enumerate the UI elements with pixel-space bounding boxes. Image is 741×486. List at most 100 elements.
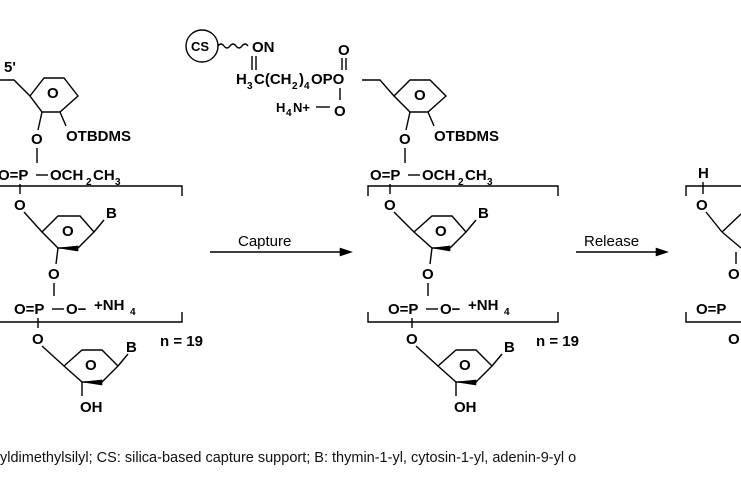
release-arrowhead	[655, 247, 669, 257]
right-repeat-bracket-top	[685, 185, 741, 196]
linker-top-oxygen: O	[338, 42, 350, 59]
ammonium-n-plus: N+	[293, 100, 310, 115]
mid-repeat-bracket-bottom	[367, 312, 559, 323]
figure-caption: yldimethylsilyl; CS: silica-based captur…	[0, 450, 577, 466]
mid-ch3-sub-3: 3	[487, 177, 493, 188]
right-phosphate-p: O=P	[696, 301, 726, 318]
right-o-to-ch2	[705, 211, 723, 233]
left-hydroxyl-label: OH	[80, 399, 103, 416]
mid-ethyl-phosphate-p: O=P	[370, 167, 400, 184]
mid-ch3-label: CH	[465, 167, 487, 184]
right-repeat-bracket-bottom	[685, 312, 741, 323]
mid-nh-sub-4: 4	[504, 307, 510, 318]
linker-to-sugar-bond	[362, 79, 395, 97]
mid-ring-3-oxygen: O	[459, 357, 471, 374]
linker-h: H	[236, 71, 247, 88]
right-bridge-o: O	[696, 197, 708, 214]
left-nh-sub-4: 4	[130, 307, 136, 318]
mid-tbdms-label: OTBDMS	[434, 128, 499, 145]
left-bridge-o-3: O	[48, 266, 60, 283]
left-bridge-o-2: O	[14, 197, 26, 214]
mid-ring1-tbdms-bond	[427, 111, 435, 127]
capture-support: CS ON H 3 C(CH 2 ) 4 OPO O H 4 N+ O	[185, 29, 395, 120]
right-bridge-o-3: O	[728, 331, 740, 348]
left-ring3-base-bond	[117, 353, 129, 367]
mid-ammonium-phosphate-p: O=P	[388, 301, 418, 318]
left-ring-3-oxygen: O	[85, 357, 97, 374]
right-molecule: H O O O=P O	[685, 165, 741, 348]
mid-bridge-o-2: O	[384, 197, 396, 214]
capture-arrowhead	[339, 247, 353, 257]
release-label: Release	[584, 233, 639, 250]
mid-o2-to-ch2	[393, 211, 415, 233]
left-och-sub-2: 2	[86, 177, 92, 188]
left-o4-to-ch2	[41, 345, 65, 367]
five-prime-label: 5'	[4, 59, 16, 76]
left-5prime-bond	[0, 79, 31, 97]
mid-ring3-wedge	[455, 379, 477, 386]
mid-bridge-o-4: O	[406, 331, 418, 348]
ammonium-h-sub-4: 4	[286, 108, 292, 119]
linker-ester: OPO	[311, 71, 345, 88]
middle-molecule: O OTBDMS O O=P OCH 2 CH 3 O O B O O=P O−…	[367, 79, 579, 416]
left-ring-1-oxygen: O	[47, 85, 59, 102]
mid-o4-to-ch2	[415, 345, 439, 367]
left-repeat-bracket-top	[0, 185, 183, 196]
mid-ring2-wedge	[431, 245, 451, 252]
left-ring2-down	[55, 247, 59, 265]
left-nh-label: +NH	[94, 297, 124, 314]
mid-ring3-base-bond	[491, 353, 503, 367]
left-ammonium-phosphate-p: O=P	[14, 301, 44, 318]
capture-label: Capture	[238, 233, 291, 250]
left-bridge-o-1: O	[31, 131, 43, 148]
left-base-label-1: B	[106, 205, 117, 222]
mid-ring2-base-bond	[465, 219, 477, 233]
mid-ring1-down	[405, 111, 411, 131]
right-sugar-ring-partial	[721, 213, 741, 249]
left-ring1-tbdms-bond	[59, 111, 67, 127]
left-ring2-wedge	[57, 245, 79, 252]
left-ethyl-phosphate-p: O=P	[0, 167, 28, 184]
mid-o-minus-label: O−	[440, 301, 461, 318]
mid-ring-1-oxygen: O	[414, 87, 426, 104]
linker-h-sub-3: 3	[247, 81, 253, 92]
left-repeat-bracket-bottom	[0, 312, 183, 323]
cs-wavy-bond	[217, 43, 249, 49]
release-arrow: Release	[576, 233, 669, 257]
left-n-repeat-label: n = 19	[160, 333, 203, 350]
left-ring2-base-bond	[93, 219, 105, 233]
mid-och-sub-2: 2	[458, 177, 464, 188]
linker-c-chain: C(CH	[254, 71, 292, 88]
mid-repeat-bracket-top	[367, 185, 559, 196]
linker-chain-close: )	[299, 71, 304, 88]
left-tbdms-label: OTBDMS	[66, 128, 131, 145]
mid-hydroxyl-label: OH	[454, 399, 477, 416]
left-ring3-wedge	[81, 379, 103, 386]
left-o-minus-label: O−	[66, 301, 87, 318]
mid-bridge-o-3: O	[422, 266, 434, 283]
linker-chain-sub-4: 4	[304, 81, 310, 92]
left-molecule: 5' O OTBDMS O O=P OCH 2 CH 3 O O B O O=P…	[0, 59, 203, 416]
left-ch3-label: CH	[93, 167, 115, 184]
left-o2-to-ch2	[23, 211, 43, 233]
mid-n-repeat-label: n = 19	[536, 333, 579, 350]
left-ring1-down	[37, 111, 43, 131]
oligonucleotide-capture-release-scheme: 5' O OTBDMS O O=P OCH 2 CH 3 O O B O O=P…	[0, 29, 741, 416]
left-och-label: OCH	[50, 167, 83, 184]
oxide-label: O	[334, 103, 346, 120]
mid-nh-label: +NH	[468, 297, 498, 314]
left-ch3-sub-3: 3	[115, 177, 121, 188]
capture-arrow: Capture	[210, 233, 353, 257]
right-bridge-o-2: O	[728, 266, 740, 283]
mid-base-label-2: B	[504, 339, 515, 356]
mid-base-label-1: B	[478, 205, 489, 222]
left-bridge-o-4: O	[32, 331, 44, 348]
imine-label: ON	[252, 39, 275, 56]
cs-label: CS	[191, 39, 209, 54]
left-base-label-2: B	[126, 339, 137, 356]
mid-bridge-o-1: O	[399, 131, 411, 148]
mid-och-label: OCH	[422, 167, 455, 184]
right-hydrogen-label: H	[698, 165, 709, 182]
mid-ring2-down	[429, 247, 433, 265]
ammonium-h: H	[276, 100, 285, 115]
